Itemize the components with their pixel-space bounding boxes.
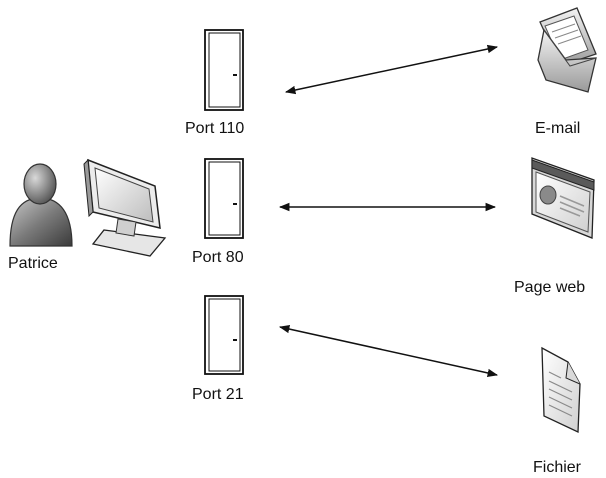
port-110-door-icon xyxy=(204,29,244,111)
web-page-icon xyxy=(531,157,595,239)
person-icon xyxy=(9,163,73,247)
email-label: E-mail xyxy=(535,120,581,137)
user-name-label: Patrice xyxy=(8,255,58,272)
connector-arrow-email xyxy=(284,44,499,95)
port-110-label: Port 110 xyxy=(185,120,245,137)
connector-arrow-file xyxy=(278,324,499,378)
web-page-label: Page web xyxy=(514,279,586,296)
file-icon xyxy=(541,346,581,434)
port-21-door-icon xyxy=(204,295,244,375)
envelope-icon xyxy=(537,7,597,93)
port-80-label: Port 80 xyxy=(192,249,244,266)
monitor-icon xyxy=(83,158,167,257)
file-label: Fichier xyxy=(533,459,582,476)
port-80-door-icon xyxy=(204,158,244,239)
port-21-label: Port 21 xyxy=(192,386,244,403)
